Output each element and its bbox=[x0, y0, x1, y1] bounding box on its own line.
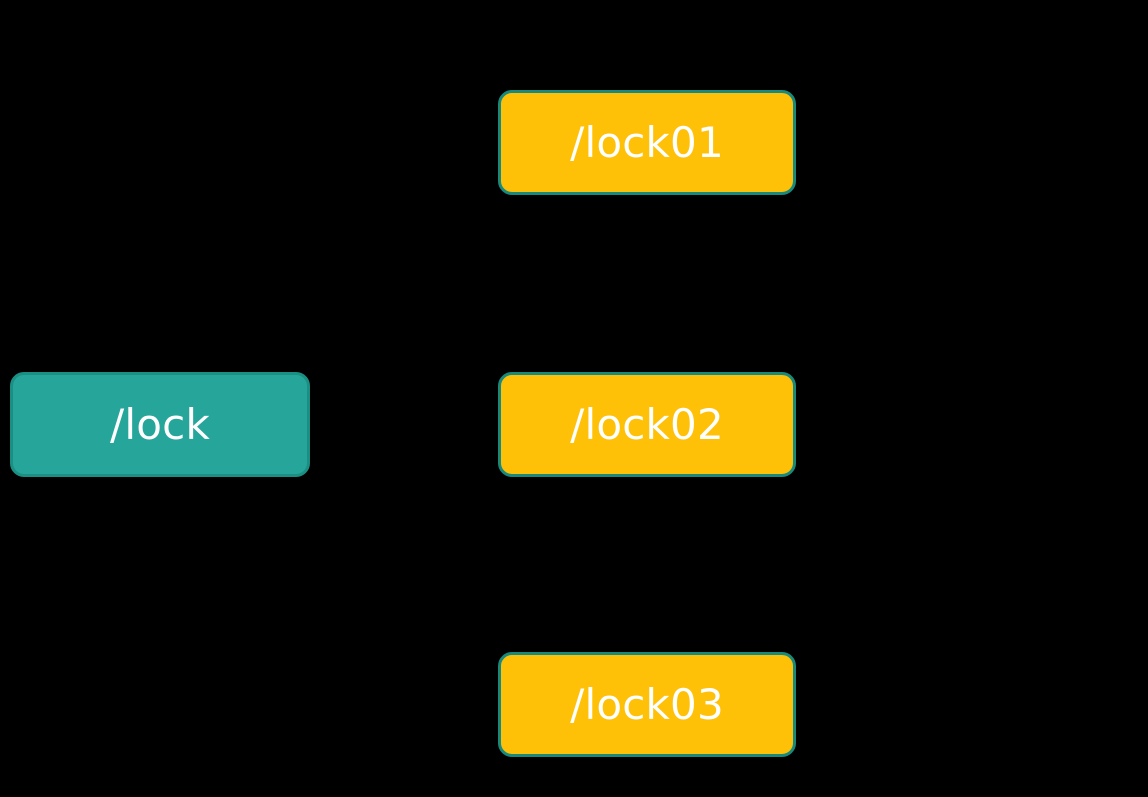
node-label: /lock02 bbox=[570, 399, 724, 449]
edge-root-to-lock01 bbox=[309, 136, 497, 426]
edge-root-to-lock03 bbox=[309, 422, 497, 710]
arrowhead-icon bbox=[486, 418, 496, 430]
node-lock02[interactable]: /lock02 bbox=[498, 372, 796, 477]
node-label: /lock bbox=[110, 399, 210, 449]
node-lock-root[interactable]: /lock bbox=[10, 372, 310, 477]
node-lock03[interactable]: /lock03 bbox=[498, 652, 796, 757]
node-lock01[interactable]: /lock01 bbox=[498, 90, 796, 195]
node-label: /lock01 bbox=[570, 117, 724, 167]
node-label: /lock03 bbox=[570, 679, 724, 729]
edge-root-to-lock02 bbox=[310, 418, 496, 430]
arrowhead-icon bbox=[486, 698, 496, 710]
arrowhead-icon bbox=[486, 136, 496, 148]
